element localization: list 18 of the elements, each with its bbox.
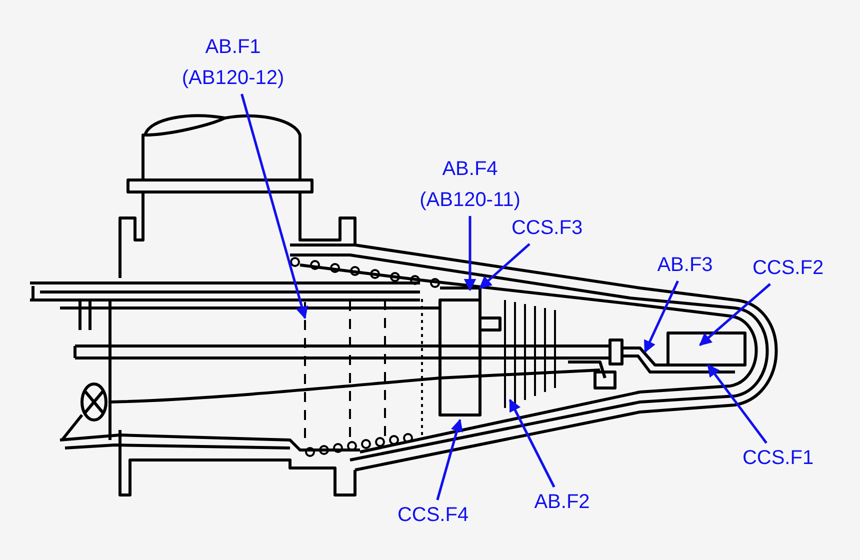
- part-label: AB.F3: [657, 250, 713, 281]
- part-label: AB.F2: [534, 487, 590, 518]
- label-line: AB.F4: [441, 157, 499, 182]
- part-label: CCS.F4: [397, 500, 469, 531]
- leader-line: [508, 398, 556, 488]
- label-line: (AB120-11): [420, 188, 520, 213]
- leader-line: [707, 364, 768, 444]
- leader-line: [479, 243, 530, 289]
- part-label: CCS.F3: [511, 213, 583, 244]
- leader-line: [436, 418, 463, 500]
- leader-line: [464, 216, 476, 292]
- part-label: CCS.F1: [742, 443, 814, 474]
- leader-line: [644, 280, 679, 354]
- leader-line: [240, 94, 308, 320]
- label-line: AB.F1: [204, 35, 262, 60]
- part-label: CCS.F2: [752, 253, 824, 284]
- label-line: (AB120-12): [182, 66, 284, 91]
- leader-line: [699, 283, 771, 346]
